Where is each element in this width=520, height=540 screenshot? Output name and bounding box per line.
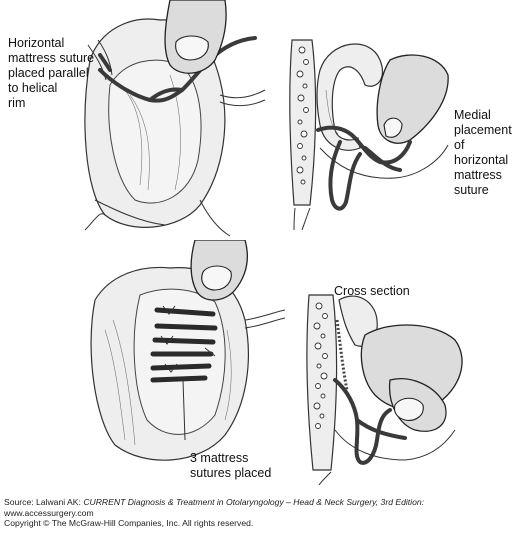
source-line: Source: Lalwani AK: CURRENT Diagnosis & … [4, 497, 424, 508]
label-medial-placement: Medial placement of horizontal mattress … [454, 108, 512, 197]
label-cross-section: Cross section [334, 284, 410, 298]
source-title: CURRENT Diagnosis & Treatment in Otolary… [83, 497, 425, 507]
label-horizontal-mattress: Horizontal mattress suture placed parall… [8, 36, 95, 110]
bottom-left-illustration [85, 240, 285, 480]
top-left-illustration [70, 0, 270, 240]
source-prefix: Source: Lalwani AK: [4, 497, 84, 507]
copyright: Copyright © The McGraw-Hill Companies, I… [4, 518, 254, 529]
website-link[interactable]: www.accessurgery.com [4, 507, 94, 518]
top-right-illustration [280, 30, 450, 230]
footer: Source: Lalwani AK: CURRENT Diagnosis & … [4, 497, 424, 529]
bottom-right-illustration [295, 290, 470, 485]
label-three-sutures: 3 mattress sutures placed [190, 451, 272, 480]
